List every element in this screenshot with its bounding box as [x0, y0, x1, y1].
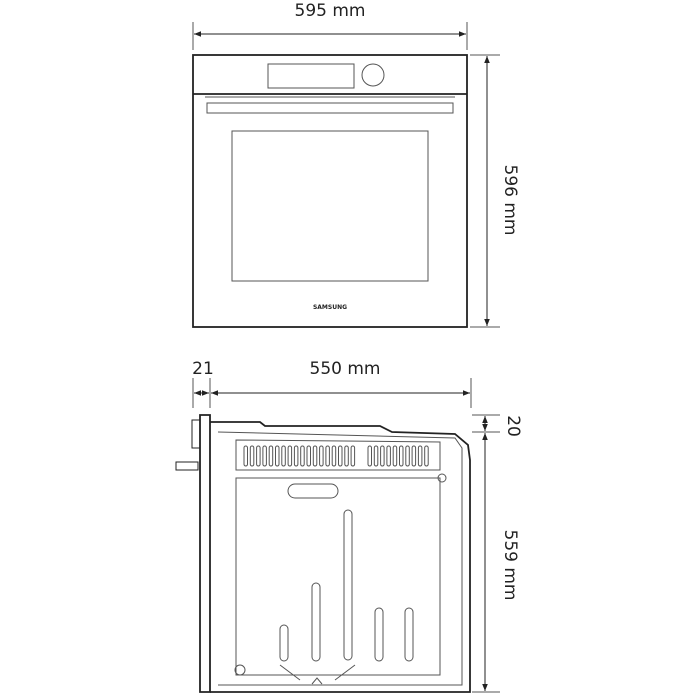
side-cutout [287, 483, 339, 499]
vent-slot [300, 445, 305, 467]
vent-slot [417, 445, 423, 467]
side-view: 21 550 mm 20 559 mm [175, 359, 523, 693]
vent-slot [331, 445, 337, 467]
body-depth-label: 550 mm [310, 359, 381, 379]
door-panel [199, 414, 211, 693]
oven-body-outline [210, 421, 471, 693]
side-rib [374, 607, 384, 662]
foot-marks [279, 664, 356, 685]
side-rib [404, 607, 414, 662]
oven-window [231, 130, 429, 282]
height-label: 596 mm [500, 165, 520, 236]
vent-slot [373, 445, 379, 467]
vent-slot [275, 445, 280, 467]
vent-slot [350, 445, 356, 467]
top-offset-label: 20 [503, 415, 523, 437]
inner-body-outline [217, 431, 463, 686]
side-panel [235, 477, 441, 676]
vent-slot [312, 445, 318, 467]
screw-hole [234, 664, 246, 676]
front-view: 595 mm SAMSUNG 596 mm [192, 1, 520, 328]
control-panel-protrusion [191, 419, 201, 449]
vent-slot [338, 445, 343, 467]
vent-slot [392, 445, 398, 467]
control-knob [361, 63, 385, 87]
vent-slot [319, 445, 324, 467]
vent-slot [256, 445, 261, 467]
door-handle [206, 102, 454, 114]
body-height-label: 559 mm [500, 530, 520, 601]
display-panel [267, 63, 355, 89]
width-label: 595 mm [295, 1, 366, 21]
vent-slot [287, 445, 293, 467]
vent-slot [399, 445, 404, 467]
vent-slot [249, 445, 255, 467]
vent-slot [306, 445, 311, 467]
vent-slot [293, 445, 299, 467]
side-rib [343, 509, 353, 661]
vent-slot [367, 445, 372, 467]
vent-slot [344, 445, 349, 467]
vent-slot [424, 445, 429, 467]
vent-slot [380, 445, 385, 467]
vent-slot [405, 445, 410, 467]
vent-area [235, 439, 441, 471]
knob-protrusion [175, 461, 199, 471]
vent-slot [325, 445, 330, 467]
vent-slot [281, 445, 286, 467]
vent-slot [411, 445, 417, 467]
door-depth-label: 21 [192, 359, 214, 379]
brand-logo: SAMSUNG [313, 304, 347, 311]
side-rib [311, 582, 321, 662]
vent-slot [268, 445, 274, 467]
oven-front-outline [192, 54, 468, 328]
vent-slot [243, 445, 248, 467]
vent-slot [386, 445, 391, 467]
vent-slot [262, 445, 267, 467]
side-rib [279, 624, 289, 662]
vent-slots [243, 445, 429, 467]
